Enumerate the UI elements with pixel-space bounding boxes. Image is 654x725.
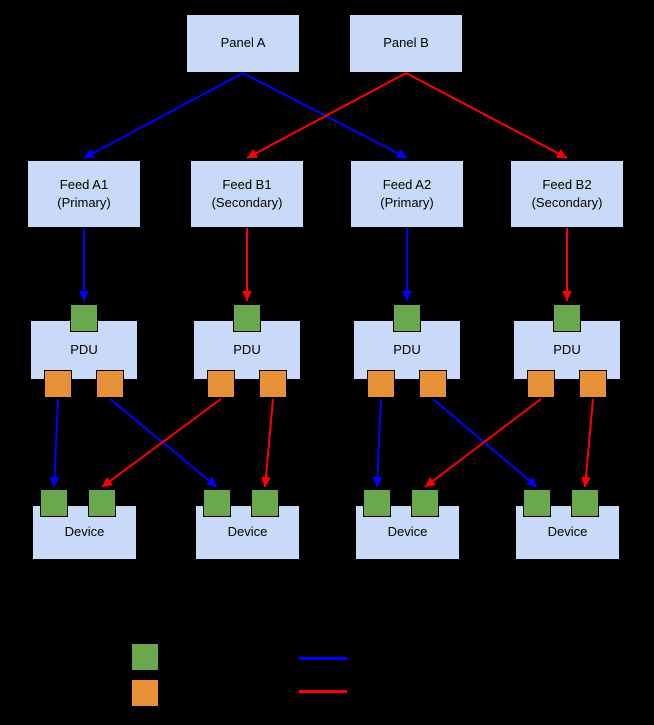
panel-a-node: Panel A: [186, 14, 300, 73]
edge-panel-a-to-feed-a2: [242, 72, 408, 159]
device4-label: Device: [547, 524, 588, 540]
pdu2-output-port-right: [259, 370, 287, 398]
feed-a2-name: Feed A2: [382, 176, 432, 192]
pdu3-input-port: [393, 304, 421, 332]
panel-b-label: Panel B: [383, 35, 429, 51]
pdu1-input-port: [70, 304, 98, 332]
pdu1-output-port-right: [96, 370, 124, 398]
pdu2-output-port-left: [207, 370, 235, 398]
pdu4-label: PDU: [553, 341, 581, 357]
edge-panel-a-to-feed-a1: [83, 72, 244, 159]
edge-pdu1-output-right-to-device2-input-left: [109, 398, 218, 488]
pdu1-output-port-left: [44, 370, 72, 398]
feed-b2-node: Feed B2 (Secondary): [510, 160, 624, 228]
legend-input-port-swatch: [131, 643, 159, 671]
edge-pdu4-output-left-to-device3-input-right: [424, 398, 542, 488]
edge-pdu3-output-left-to-device3-input-left: [372, 398, 383, 488]
edge-pdu2-output-right-to-device2-input-right: [260, 398, 274, 488]
feed-a2-type: (Primary): [380, 195, 434, 210]
pdu4-output-port-right: [579, 370, 607, 398]
pdu4-input-port: [553, 304, 581, 332]
device3-input-port-right: [411, 489, 439, 517]
edge-pdu1-output-left-to-device1-input-left: [49, 398, 60, 488]
device3-input-port-left: [363, 489, 391, 517]
edge-pdu4-output-right-to-device4-input-right: [580, 398, 594, 488]
device1-input-port-left: [40, 489, 68, 517]
device3-label: Device: [387, 524, 428, 540]
device1-label: Device: [64, 524, 105, 540]
pdu3-output-port-right: [419, 370, 447, 398]
pdu1-label: PDU: [70, 341, 98, 357]
edge-pdu3-output-right-to-device4-input-left: [432, 398, 538, 488]
device2-input-port-right: [251, 489, 279, 517]
pdu3-output-port-left: [367, 370, 395, 398]
feed-b1-type: (Secondary): [211, 195, 283, 210]
legend-primary-path-line: [299, 657, 347, 660]
pdu3-label: PDU: [393, 341, 421, 357]
device1-input-port-right: [88, 489, 116, 517]
edge-pdu2-output-left-to-device1-input-right: [101, 398, 222, 488]
feed-a2-node: Feed A2 (Primary): [350, 160, 464, 228]
pdu2-label: PDU: [233, 341, 261, 357]
legend-secondary-path-line: [299, 690, 347, 693]
feed-a1-name: Feed A1: [59, 176, 109, 192]
feed-b1-name: Feed B1: [222, 176, 272, 192]
pdu4-output-port-left: [527, 370, 555, 398]
edge-panel-b-to-feed-b1: [246, 72, 407, 159]
device2-label: Device: [227, 524, 268, 540]
edge-panel-b-to-feed-b2: [405, 72, 568, 159]
legend-output-port-swatch: [131, 679, 159, 707]
pdu2-input-port: [233, 304, 261, 332]
feed-a1-node: Feed A1 (Primary): [27, 160, 141, 228]
feed-b2-name: Feed B2: [542, 176, 592, 192]
feed-b1-node: Feed B1 (Secondary): [190, 160, 304, 228]
device2-input-port-left: [203, 489, 231, 517]
panel-a-label: Panel A: [220, 35, 266, 51]
device4-input-port-left: [523, 489, 551, 517]
device4-input-port-right: [571, 489, 599, 517]
feed-b2-type: (Secondary): [531, 195, 603, 210]
feed-a1-type: (Primary): [57, 195, 111, 210]
panel-b-node: Panel B: [349, 14, 463, 73]
